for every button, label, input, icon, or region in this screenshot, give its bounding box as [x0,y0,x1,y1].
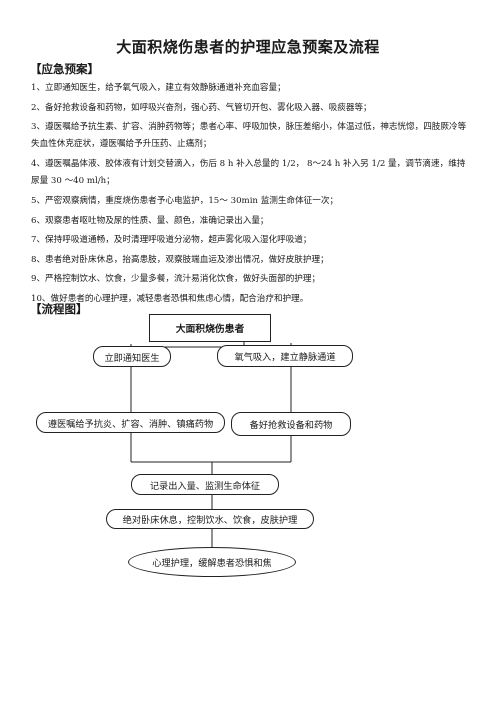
plan-item: 10、做好患者的心理护理，减轻患者恐惧和焦虑心情，配合治疗和护理。 [31,293,309,304]
plan-item-list: 1、立即通知医生，给予氧气吸入，建立有效静脉通道补充血容量； 2、备好抢救设备和… [31,79,471,309]
plan-item: 4、遵医嘱晶体液、胶体液有计划交替滴入，伤后 8 h 补入总量的 1/2， 8～… [31,159,466,186]
flow-start-box: 大面积烧伤患者 [149,314,271,342]
flow-equipment-box: 备好抢救设备和药物 [231,412,351,436]
plan-heading: 【应急预案】 [30,62,99,76]
flow-oxygen-iv-box: 氧气吸入，建立静脉通道 [217,345,353,367]
plan-item: 3、遵医嘱给予抗生素、扩容、消肿药物等；患者心率、呼吸加快，脉压差缩小，体温过低… [31,122,467,149]
plan-item: 2、备好抢救设备和药物，如呼吸兴奋剂，强心药、气管切开包、雾化吸入器、吸痰器等； [31,102,372,113]
flow-medication-box: 遵医嘱给予抗炎、扩容、消肿、镇痛药物 [36,412,225,433]
plan-item: 6、观察患者呕吐物及尿的性质、量、颜色，准确记录出入量； [31,215,269,226]
plan-item: 1、立即通知医生，给予氧气吸入，建立有效静脉通道补充血容量； [31,83,286,93]
flow-notify-doctor-box: 立即通知医生 [93,346,171,367]
plan-item: 8、患者绝对卧床休息，抬高患肢，观察肢端血运及渗出情况，做好皮肤护理； [31,254,329,265]
plan-item: 5、严密观察病情，重度烧伤患者予心电监护，15～ 30min 监测生命体征一次； [31,196,339,206]
plan-item: 7、保持呼吸道通畅，及时清理呼吸道分泌物，超声雾化吸入湿化呼吸道； [31,235,312,245]
flow-bedrest-box: 绝对卧床休息，控制饮水、饮食，皮肤护理 [106,509,314,529]
flow-record-monitor-box: 记录出入量、监测生命体征 [131,474,279,495]
flow-heading: 【流程图】 [30,302,88,316]
plan-item: 9、严格控制饮水、饮食，少量多餐，流汁易消化饮食，做好头面部的护理； [31,274,321,284]
flow-psych-care-oval: 心理护理，缓解患者恐惧和焦 [128,547,296,577]
page-title: 大面积烧伤患者的护理应急预案及流程 [116,38,380,56]
